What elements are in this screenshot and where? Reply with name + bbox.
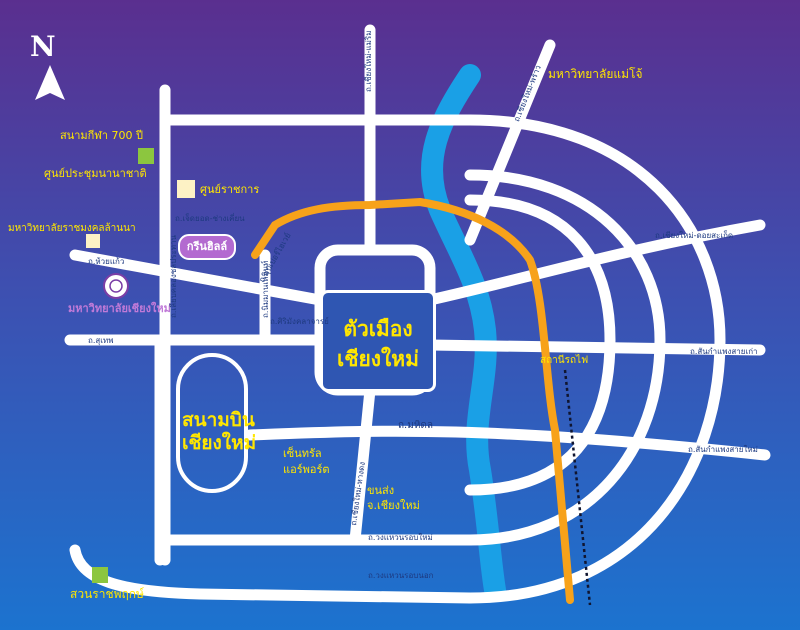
rajamangala-marker	[86, 234, 100, 248]
central-airport-label: เซ็นทรัล	[283, 447, 322, 460]
hangdong-road	[349, 384, 376, 546]
city-center-box: ตัวเมือง เชียงใหม่	[320, 290, 436, 392]
east-street-2	[424, 339, 766, 356]
maejo-road	[464, 39, 556, 246]
cmu-label: มหาวิทยาลัยเชียงใหม่	[68, 302, 171, 315]
north-arrow-icon	[35, 65, 65, 100]
road-label-suthep: ถ.สุเทพ	[88, 336, 114, 345]
superhighway-ring	[464, 194, 616, 496]
road-label-huaykaew-lampang: ถ.เจ็ดยอด-ช่างเคี่ยน	[175, 214, 245, 223]
government-center-marker	[177, 180, 195, 198]
road-label-sankamphaeng-new: ถ.สันกำแพงสายใหม่	[688, 445, 758, 454]
rajamangala-label: มหาวิทยาลัยราชมงคลล้านนา	[8, 223, 136, 234]
government-center-label: ศูนย์ราชการ	[200, 183, 260, 196]
road-label-ring-outer: ถ.วงแหวนรอบนอก	[368, 571, 434, 580]
ping-river	[421, 64, 506, 601]
road-label-doi-saket: ถ.เชียงใหม่-ดอยสะเก็ด	[655, 231, 734, 240]
royal-park-label: สวนราชพฤกษ์	[70, 587, 144, 601]
bus-station-label: ขนส่ง	[367, 484, 395, 497]
road-label-chonlaprathan: ถ.เลียบคลองชลประทาน	[169, 235, 178, 318]
road-label-huaykaew: ถ.ห้วยแก้ว	[88, 257, 125, 266]
east-street-1	[424, 219, 766, 306]
huaykaew-street	[69, 249, 326, 306]
airport-runway-outline	[176, 353, 248, 493]
convention-label: ศูนย์ประชุมนานาชาติ	[44, 167, 147, 180]
center-title-line2: เชียงใหม่	[337, 347, 419, 371]
central-airport-label-2: แอร์พอร์ต	[283, 463, 330, 476]
north-letter: N	[30, 30, 56, 63]
outer-ring-road	[159, 114, 726, 604]
mahidol-street	[244, 425, 771, 461]
center-title-line1: ตัวเมือง	[343, 317, 413, 341]
stadium-label: สนามกีฬา 700 ปี	[60, 129, 143, 142]
railway-station-label: สถานีรถไฟ	[540, 355, 589, 366]
road-label-chotana: ถ.เชียงใหม่-แม่ริม	[364, 30, 373, 92]
bus-station-label-2: จ.เชียงใหม่	[367, 499, 420, 512]
cmu-seal-icon	[103, 273, 129, 299]
road-label-mahidol: ถ.มหิดล	[398, 420, 434, 431]
stadium-marker	[138, 148, 154, 164]
ring-outer-street	[69, 544, 476, 604]
north-indicator: N	[30, 30, 70, 63]
road-label-sirimangkalajarn: ถ.ศิริมังคลาจารย์	[270, 317, 329, 326]
airport-label-line2: เชียงใหม่	[182, 432, 257, 454]
brand-logo: กรีนฮิลล์	[178, 234, 236, 260]
road-label-ring-inner: ถ.วงแหวนรอบใหม่	[368, 533, 433, 542]
road-label-sankamphaeng-old: ถ.สันกำแพงสายเก่า	[690, 347, 758, 356]
royal-park-marker	[92, 567, 108, 583]
orange-highway	[251, 197, 574, 604]
airport-label-line1: สนามบิน	[182, 409, 255, 431]
maejo-label: มหาวิทยาลัยแม่โจ้	[548, 67, 643, 81]
